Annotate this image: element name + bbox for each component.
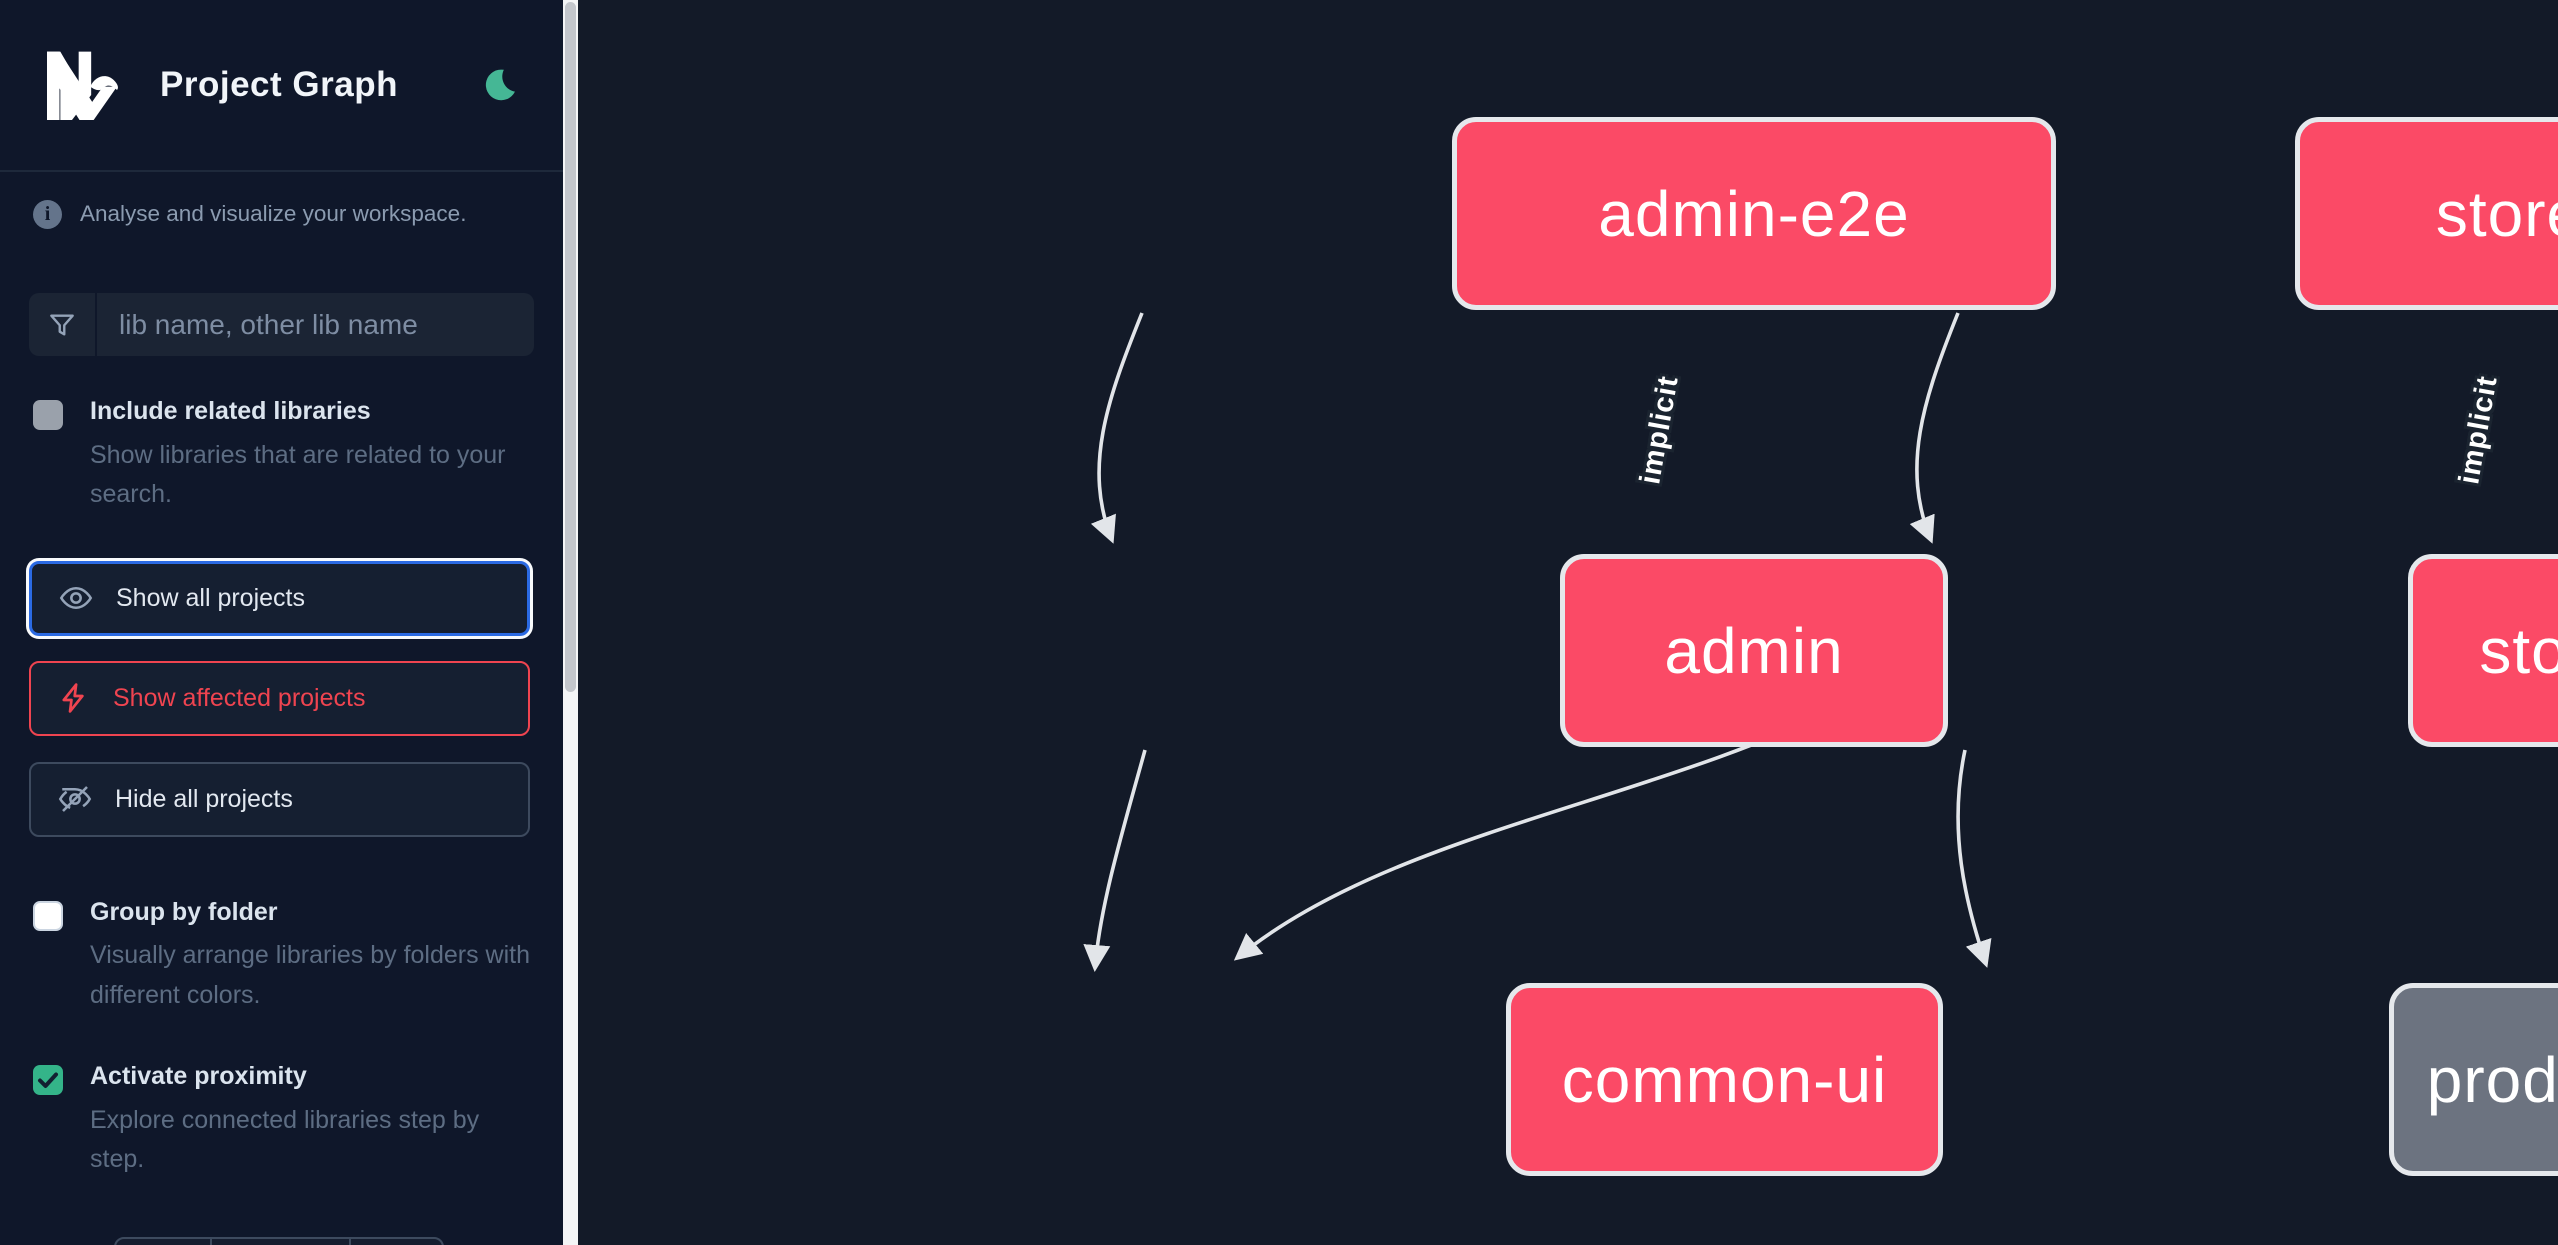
filter-icon-cell [29, 293, 97, 356]
graph-canvas[interactable]: admin-e2e store-e2e admin store common-u… [578, 0, 2558, 1245]
hide-all-projects-button[interactable]: Hide all projects [29, 761, 530, 837]
workspace-info-row: i Analyse and visualize your workspace. [0, 172, 563, 229]
info-icon: i [33, 200, 62, 229]
edge-admin-e2e-admin [1090, 312, 1144, 544]
show-all-projects-label: Show all projects [116, 583, 305, 612]
option-group-by-folder[interactable]: Group by folder Visually arrange librari… [0, 897, 563, 1016]
option-activate-proximity[interactable]: Activate proximity Explore connected lib… [0, 1062, 563, 1180]
sidebar: Project Graph i Analyse and visualize yo… [0, 0, 563, 1245]
node-label: store-e2e [2435, 177, 2558, 250]
show-affected-projects-label: Show affected projects [113, 683, 366, 712]
page-title: Project Graph [160, 65, 398, 104]
node-label: admin [1664, 614, 1844, 687]
graph-node-admin[interactable]: admin [1560, 554, 1948, 747]
nx-logo [47, 51, 118, 120]
graph-node-store[interactable]: store [2408, 554, 2558, 747]
graph-node-products[interactable]: products [2389, 983, 2558, 1176]
workspace-description: Analyse and visualize your workspace. [80, 201, 467, 226]
edge-store-products [1956, 749, 1992, 968]
option-include-related[interactable]: Include related libraries Show libraries… [0, 397, 563, 515]
sidebar-header: Project Graph [0, 0, 563, 172]
sidebar-scrollbar-thumb[interactable] [565, 2, 576, 692]
group-by-folder-checkbox[interactable] [33, 900, 63, 931]
moon-icon [485, 69, 515, 101]
activate-proximity-description: Explore connected libraries step by step… [90, 1105, 480, 1174]
edge-admin-common-ui [1083, 749, 1147, 973]
activate-proximity-label: Activate proximity [90, 1062, 307, 1090]
include-related-description: Show libraries that are related to your … [90, 440, 506, 509]
sidebar-scrollbar[interactable] [563, 0, 578, 1245]
eye-icon [59, 586, 93, 610]
node-label: common-ui [1561, 1043, 1888, 1116]
node-label: store [2479, 614, 2558, 687]
show-affected-projects-button[interactable]: Show affected projects [29, 660, 530, 736]
proximity-depth-value [210, 1239, 349, 1245]
group-by-folder-description: Visually arrange libraries by folders wi… [90, 941, 531, 1009]
eye-off-icon [58, 786, 92, 812]
show-all-projects-button[interactable]: Show all projects [29, 560, 530, 636]
include-related-label: Include related libraries [90, 397, 371, 425]
graph-node-admin-e2e[interactable]: admin-e2e [1452, 117, 2056, 310]
checkmark-icon [38, 1072, 58, 1088]
lightning-bolt-icon [62, 683, 84, 713]
graph-node-store-e2e[interactable]: store-e2e [2295, 117, 2558, 310]
project-filter [29, 293, 534, 356]
proximity-decrement-button[interactable] [116, 1239, 210, 1245]
node-label: products [2426, 1043, 2558, 1116]
theme-toggle-button[interactable] [479, 63, 523, 107]
include-related-checkbox[interactable] [33, 400, 63, 430]
proximity-depth-stepper[interactable] [114, 1237, 444, 1245]
group-by-folder-label: Group by folder [90, 897, 278, 926]
search-input[interactable] [97, 293, 534, 356]
node-label: admin-e2e [1598, 177, 1910, 250]
hide-all-projects-label: Hide all projects [115, 784, 293, 813]
proximity-increment-button[interactable] [349, 1239, 442, 1245]
funnel-icon [50, 313, 74, 336]
edge-store-e2e-store [1909, 312, 1960, 544]
activate-proximity-checkbox[interactable] [33, 1065, 63, 1095]
graph-node-common-ui[interactable]: common-ui [1506, 983, 1943, 1176]
